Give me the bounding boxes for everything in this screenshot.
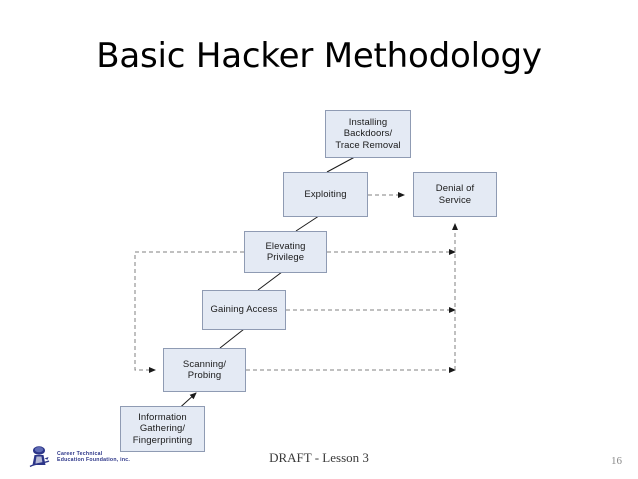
foundation-emblem-icon (28, 445, 54, 469)
organization-logo: Career Technical Education Foundation, i… (28, 444, 160, 470)
edge-group-dashed (134, 192, 458, 373)
node-installing-backdoors[interactable]: Installing Backdoors/ Trace Removal (325, 110, 411, 158)
node-label: Gaining Access (210, 304, 278, 316)
node-label: Exploiting (304, 188, 347, 200)
node-label: Scanning/ Probing (182, 358, 227, 382)
node-gaining-access[interactable]: Gaining Access (202, 290, 286, 330)
node-exploiting[interactable]: Exploiting (283, 172, 368, 217)
node-information-gathering[interactable]: Information Gathering/ Fingerprinting (120, 406, 205, 452)
node-elevating-privilege[interactable]: Elevating Privilege (244, 231, 327, 273)
node-label: Information Gathering/ Fingerprinting (132, 411, 193, 446)
node-label: Elevating Privilege (265, 240, 306, 264)
node-label: Denial of Service (435, 183, 475, 206)
node-label: Installing Backdoors/ Trace Removal (335, 116, 401, 151)
page-number: 16 (611, 455, 622, 467)
page-title: Basic Hacker Methodology (96, 36, 542, 76)
footer-draft-label: DRAFT - Lesson 3 (269, 450, 369, 465)
node-scanning-probing[interactable]: Scanning/ Probing (163, 348, 246, 392)
edge-elevating-privilege-to-scanning-probing (134, 251, 244, 373)
logo-text: Career Technical Education Foundation, i… (57, 450, 131, 463)
node-denial-of-service[interactable]: Denial of Service (413, 172, 497, 217)
